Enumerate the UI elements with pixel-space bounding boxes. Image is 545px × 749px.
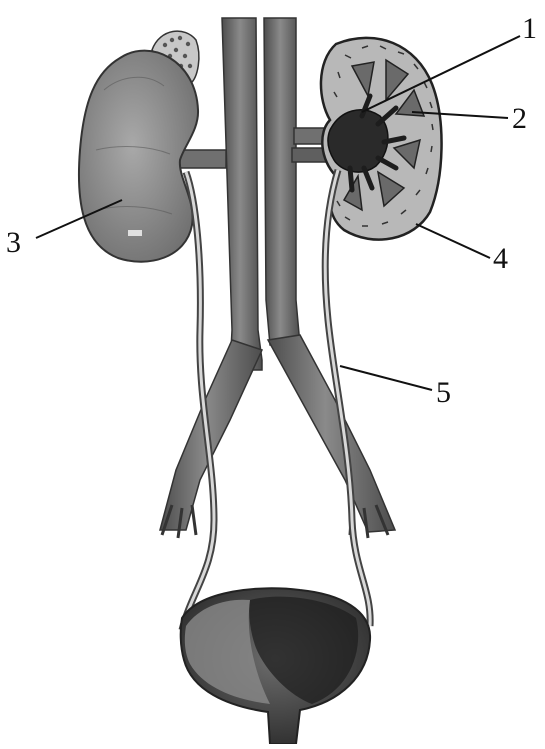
aorta [264, 18, 300, 345]
renal-pelvis [328, 110, 388, 172]
callout-label-3: 3 [6, 228, 21, 258]
leader-line-5 [340, 366, 432, 390]
callout-label-1: 1 [522, 14, 537, 44]
left-renal-vessel [178, 150, 226, 168]
bladder-group [181, 588, 370, 744]
sectioned-kidney-group [321, 38, 442, 240]
vena-cava [222, 18, 262, 370]
callout-label-5: 5 [436, 378, 451, 408]
kidney-highlight [128, 230, 142, 236]
left-kidney-group [79, 31, 199, 262]
callout-label-2: 2 [512, 104, 527, 134]
callout-label-4: 4 [493, 244, 508, 274]
leader-line-4 [416, 224, 490, 258]
